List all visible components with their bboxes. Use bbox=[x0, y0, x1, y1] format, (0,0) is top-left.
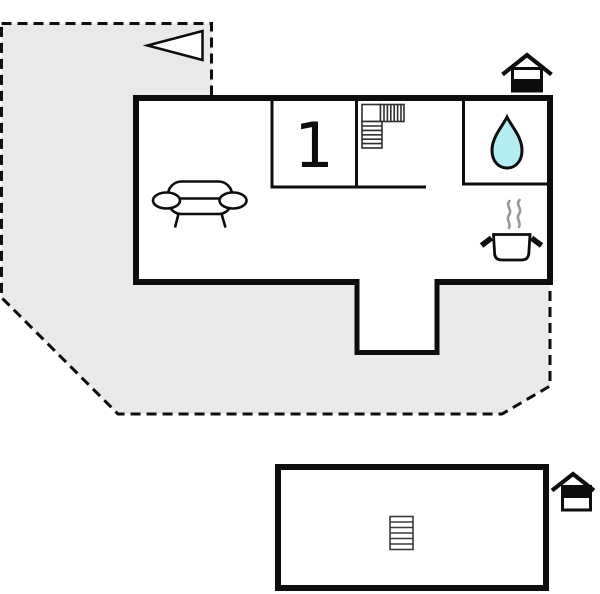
sofa-icon bbox=[151, 180, 248, 228]
entrance-porch bbox=[354, 279, 440, 355]
staircase-icon-upper bbox=[361, 103, 405, 149]
pot-handle-right bbox=[529, 235, 544, 248]
staircase-steps-vertical bbox=[362, 125, 382, 145]
steam-lines bbox=[506, 198, 522, 230]
interior-walls bbox=[270, 98, 550, 189]
house-level-ground-icon bbox=[501, 52, 553, 93]
staircase-steps-horizontal bbox=[383, 104, 402, 122]
cooking-pot-icon bbox=[479, 198, 544, 262]
room-1-label: 1 bbox=[294, 109, 333, 182]
staircase-icon-lower bbox=[389, 515, 414, 551]
direction-arrow-icon bbox=[142, 29, 204, 62]
basement-building bbox=[275, 464, 549, 591]
pot-handle-left bbox=[479, 235, 494, 248]
water-drop-icon bbox=[490, 113, 524, 170]
wall-bathroom bbox=[462, 98, 550, 186]
pot-body bbox=[492, 233, 532, 262]
house-level-upper-icon bbox=[550, 471, 596, 512]
